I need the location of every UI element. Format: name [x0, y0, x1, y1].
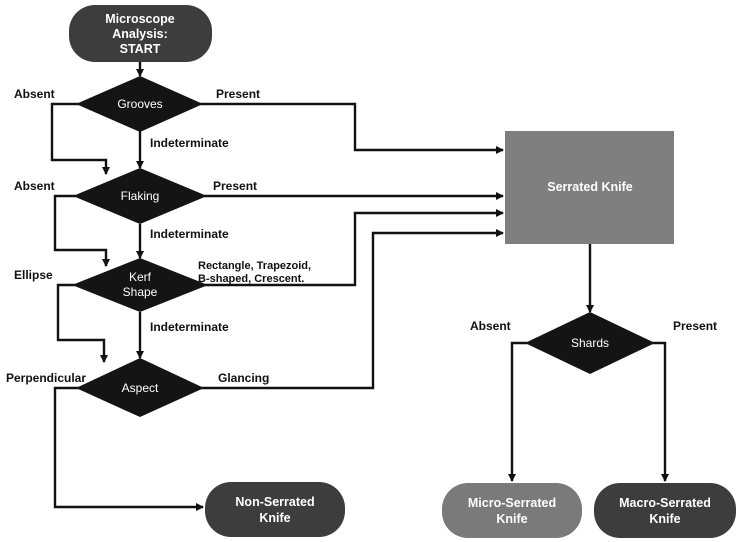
edge-aspect-glancing	[200, 229, 504, 390]
edge-kerf-ellipse	[56, 283, 108, 363]
grooves-present-label: Present	[216, 87, 260, 101]
kerf-label-line1: Kerf	[129, 270, 152, 284]
start-label-line2: Analysis:	[112, 27, 168, 41]
flaking-indeterminate-label: Indeterminate	[150, 227, 229, 241]
kerf-shapes-label-line1: Rectangle, Trapezoid,	[198, 260, 311, 272]
start-node: Microscope Analysis: START	[69, 5, 212, 62]
flaking-present-label: Present	[213, 179, 257, 193]
aspect-decision: Aspect	[76, 358, 204, 417]
edge-flaking-absent	[53, 194, 110, 267]
macro-serrated-label-line1: Macro-Serrated	[619, 496, 711, 510]
grooves-decision: Grooves	[76, 76, 203, 132]
shards-present-label: Present	[673, 319, 717, 333]
edge-shards-present	[652, 341, 669, 482]
edge-aspect-perpendicular	[53, 386, 204, 511]
micro-serrated-knife-node: Micro-Serrated Knife	[442, 483, 582, 538]
shards-decision: Shards	[525, 312, 655, 374]
macro-serrated-label-line2: Knife	[649, 512, 680, 526]
start-label-line1: Microscope	[105, 12, 175, 26]
serrated-knife-label: Serrated Knife	[547, 180, 632, 194]
aspect-label: Aspect	[122, 381, 159, 395]
flaking-label: Flaking	[121, 189, 160, 203]
kerf-label-line2: Shape	[123, 285, 158, 299]
grooves-label: Grooves	[117, 97, 162, 111]
kerf-ellipse-label: Ellipse	[14, 268, 53, 282]
non-serrated-knife-node: Non-Serrated Knife	[205, 482, 345, 537]
aspect-glancing-label: Glancing	[218, 371, 269, 385]
micro-serrated-label-line2: Knife	[496, 512, 527, 526]
shards-label: Shards	[571, 336, 609, 350]
flaking-decision: Flaking	[73, 168, 207, 224]
kerf-shapes-label-line2: B-shaped, Crescent.	[198, 273, 304, 285]
kerf-indeterminate-label: Indeterminate	[150, 320, 229, 334]
flaking-absent-label: Absent	[14, 179, 55, 193]
start-label-line3: START	[120, 42, 161, 56]
macro-serrated-knife-node: Macro-Serrated Knife	[594, 483, 736, 538]
edge-grooves-present	[192, 102, 504, 154]
edge-shards-absent	[508, 341, 528, 482]
edge-grooves-absent	[50, 102, 110, 175]
serrated-knife-node: Serrated Knife	[505, 131, 674, 244]
grooves-absent-label: Absent	[14, 87, 55, 101]
non-serrated-label-line1: Non-Serrated	[235, 495, 314, 509]
aspect-perpendicular-label: Perpendicular	[6, 371, 86, 385]
shards-absent-label: Absent	[470, 319, 511, 333]
kerf-shape-decision: Kerf Shape	[72, 258, 208, 312]
edge-kerf-shapes	[205, 209, 504, 287]
non-serrated-label-line2: Knife	[259, 511, 290, 525]
micro-serrated-label-line1: Micro-Serrated	[468, 496, 556, 510]
grooves-indeterminate-label: Indeterminate	[150, 136, 229, 150]
